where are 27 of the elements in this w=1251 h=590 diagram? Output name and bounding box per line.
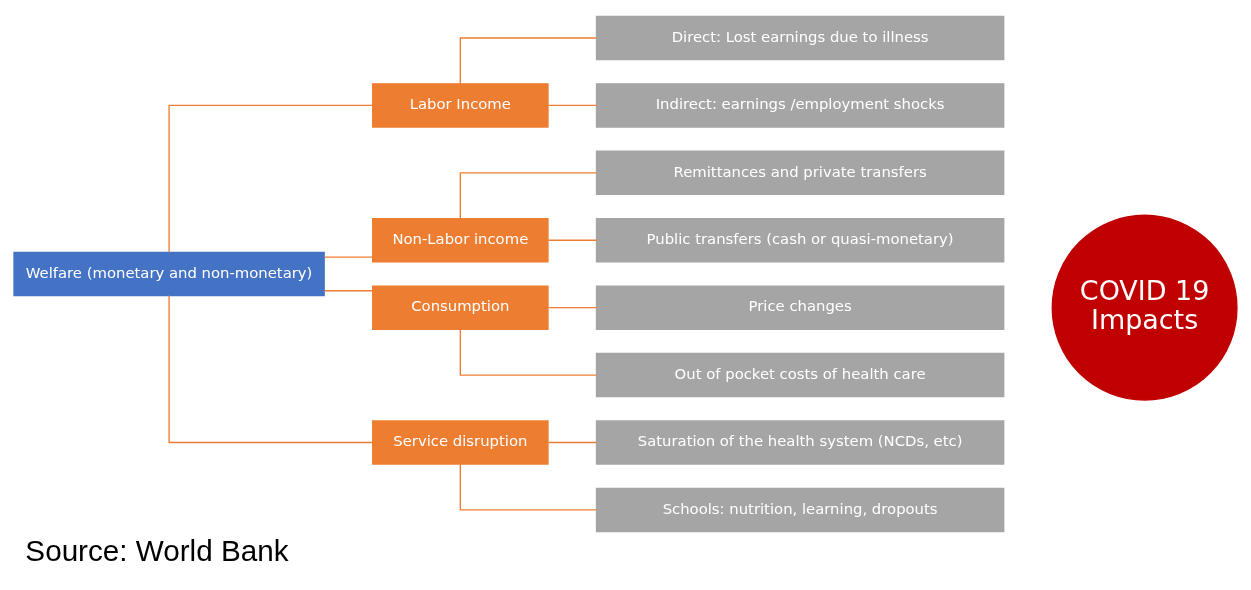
node-box: Welfare (monetary and non-monetary)	[13, 251, 325, 296]
node-box: Schools: nutrition, learning, dropouts	[595, 487, 1005, 532]
connector	[547, 306, 598, 308]
node-box: Labor Income	[372, 82, 549, 128]
node-box: Out of pocket costs of health care	[595, 352, 1005, 397]
node-box: Service disruption	[372, 419, 549, 465]
connector	[459, 328, 597, 376]
connector	[547, 441, 598, 443]
connector	[323, 255, 374, 258]
caption: Source: World Bank	[25, 533, 289, 567]
connector	[547, 104, 598, 106]
node-box: Indirect: earnings /employment shocks	[595, 82, 1005, 128]
connector	[459, 171, 597, 219]
node-box: Remittances and private transfers	[595, 150, 1005, 195]
node-box: Consumption	[372, 284, 549, 330]
node-circle: COVID 19 Impacts	[1051, 214, 1238, 401]
node-box: Non-Labor income	[372, 217, 549, 262]
node-box: Saturation of the health system (NCDs, etc)	[595, 419, 1005, 465]
connector	[547, 239, 598, 241]
node-box: Public transfers (cash or quasi-monetary)	[595, 217, 1005, 262]
connector	[323, 289, 374, 291]
node-box: Price changes	[595, 284, 1005, 330]
connector	[168, 294, 374, 443]
connector	[459, 463, 597, 511]
connector	[168, 104, 374, 253]
connector	[459, 36, 597, 84]
node-box: Direct: Lost earnings due to illness	[595, 15, 1005, 60]
